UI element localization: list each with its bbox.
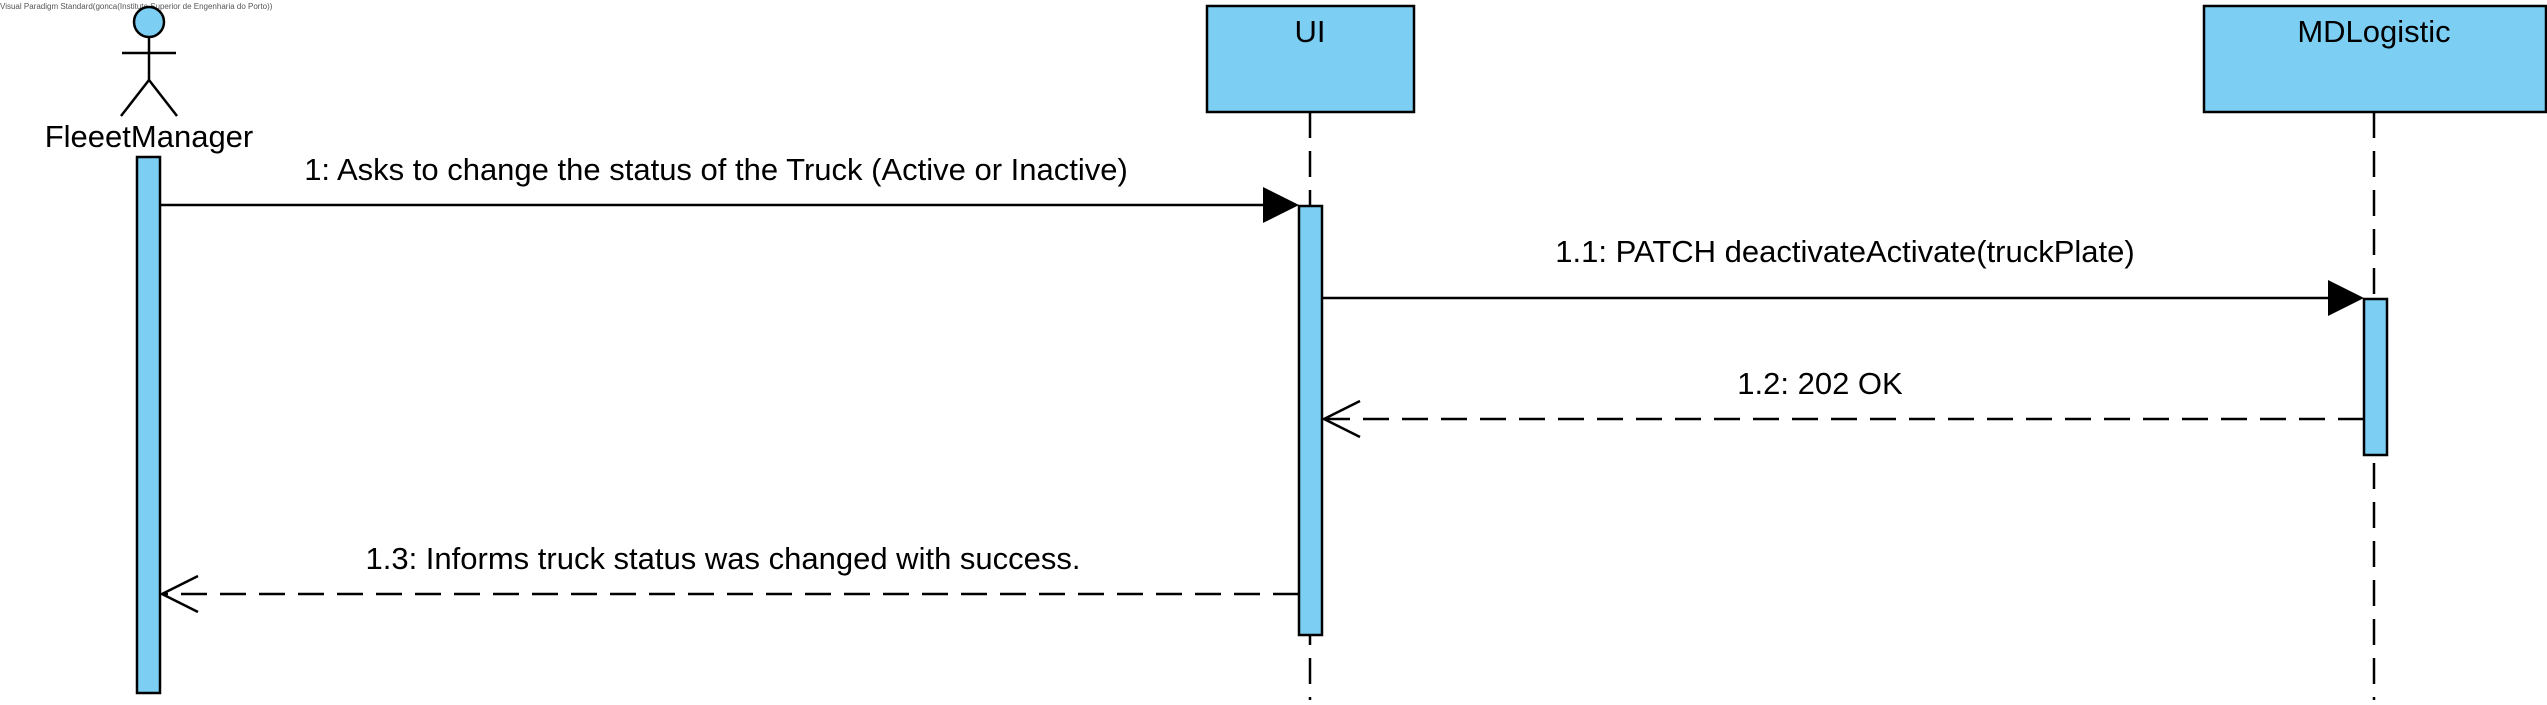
message-1-1-arrowhead-icon xyxy=(2328,280,2364,316)
participant-ui-label: UI xyxy=(1295,14,1326,49)
message-1-label: 1: Asks to change the status of the Truc… xyxy=(304,152,1128,187)
message-1-1-label: 1.1: PATCH deactivateActivate(truckPlate… xyxy=(1555,234,2134,269)
watermark-text: Visual Paradigm Standard(gonca(Instituto… xyxy=(0,2,273,11)
actor-activation-bar xyxy=(135,155,162,695)
actor-left-leg-icon xyxy=(120,79,150,117)
actor-fleet-manager: FleeetManager xyxy=(45,5,254,154)
ui-activation-bar xyxy=(1297,204,1324,637)
participant-mdlogistic: MDLogistic xyxy=(2202,4,2547,114)
message-1-3: 1.3: Informs truck status was changed wi… xyxy=(159,541,1299,614)
message-1-1: 1.1: PATCH deactivateActivate(truckPlate… xyxy=(1322,234,2364,316)
participant-mdlogistic-label: MDLogistic xyxy=(2297,14,2450,49)
message-1-3-label: 1.3: Informs truck status was changed wi… xyxy=(365,541,1080,576)
actor-label: FleeetManager xyxy=(45,119,254,154)
message-1-2: 1.2: 202 OK xyxy=(1321,366,2364,439)
message-1-arrowhead-icon xyxy=(1263,187,1299,223)
mdlogistic-activation-bar xyxy=(2362,297,2389,457)
participant-ui-box xyxy=(1205,4,1416,114)
message-1-2-arrowhead-icon xyxy=(1321,399,1361,439)
actor-head-icon xyxy=(132,5,166,39)
actor-right-leg-icon xyxy=(148,79,178,117)
participant-ui: UI xyxy=(1205,4,1416,114)
message-1-2-label: 1.2: 202 OK xyxy=(1737,366,1903,401)
participant-mdlogistic-box xyxy=(2202,4,2547,114)
message-1-3-arrowhead-icon xyxy=(159,574,199,614)
message-1: 1: Asks to change the status of the Truc… xyxy=(160,152,1299,223)
